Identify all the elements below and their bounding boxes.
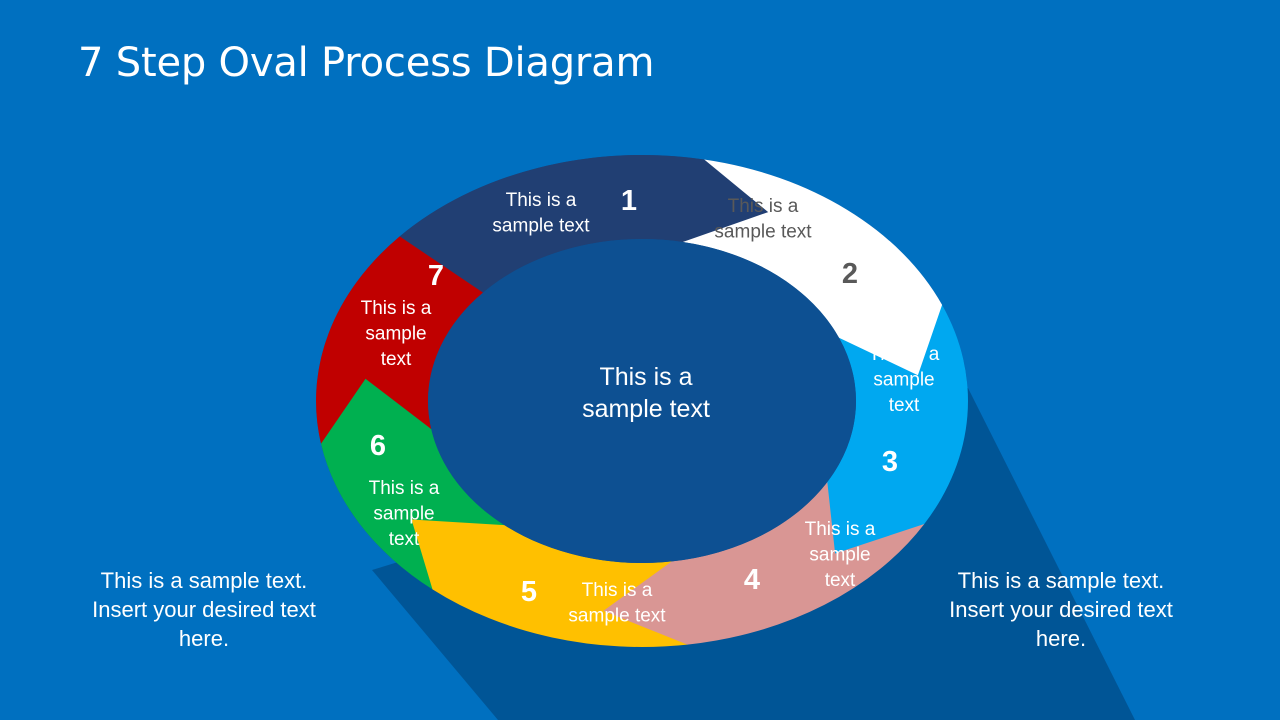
step-label-line: text [381, 349, 412, 370]
step-1-segment [399, 154, 769, 293]
step-label-line: text [389, 529, 420, 550]
step-label-line: text [825, 570, 856, 591]
step-3-segment [827, 304, 968, 554]
step-5-label: This is a sample text [568, 580, 666, 627]
side-text-left-line: This is a sample text. [100, 568, 308, 593]
side-text-right-line: Insert your desired text [949, 597, 1173, 622]
step-label-line: sample text [714, 222, 812, 243]
step-label-line: This is a [582, 580, 653, 601]
step-label-line: sample [809, 545, 870, 566]
step-label-line: This is a [506, 190, 577, 211]
step-label-line: sample [873, 370, 934, 391]
step-7-label: This is a sample text [361, 298, 432, 370]
step-label-line: text [889, 395, 920, 416]
step-label-line: sample [373, 504, 434, 525]
side-text-left: This is a sample text. Insert your desir… [59, 566, 349, 653]
step-label-line: This is a [805, 519, 876, 540]
step-4-number: 4 [744, 564, 760, 596]
step-7-number: 7 [428, 260, 444, 292]
side-text-right-line: This is a sample text. [957, 568, 1165, 593]
step-3-label: This is a sample text [869, 344, 940, 416]
step-label-line: This is a [869, 344, 940, 365]
step-label-line: sample text [568, 606, 666, 627]
page-title: 7 Step Oval Process Diagram [78, 40, 655, 86]
center-label: This is a sample text [582, 363, 710, 423]
step-1-number: 1 [621, 185, 637, 217]
step-label-line: This is a [361, 298, 432, 319]
step-4-label: This is a sample text [805, 519, 876, 591]
step-2-number: 2 [842, 258, 858, 290]
side-text-left-line: here. [178, 626, 230, 651]
side-text-right-line: here. [1035, 626, 1087, 651]
step-1-label: This is a sample text [492, 190, 590, 237]
step-6-label: This is a sample text [369, 478, 440, 550]
step-label-line: sample text [492, 216, 590, 237]
step-label-line: sample [365, 324, 426, 345]
side-text-left-line: Insert your desired text [92, 597, 316, 622]
step-label-line: This is a [728, 196, 799, 217]
center-label-line: sample text [582, 395, 710, 423]
side-text-right: This is a sample text. Insert your desir… [916, 566, 1206, 653]
step-3-number: 3 [882, 446, 898, 478]
step-2-label: This is a sample text [714, 196, 812, 243]
center-label-line: This is a [599, 363, 692, 391]
center-ellipse [428, 239, 856, 563]
step-6-number: 6 [370, 430, 386, 462]
step-5-number: 5 [521, 576, 537, 608]
step-label-line: This is a [369, 478, 440, 499]
